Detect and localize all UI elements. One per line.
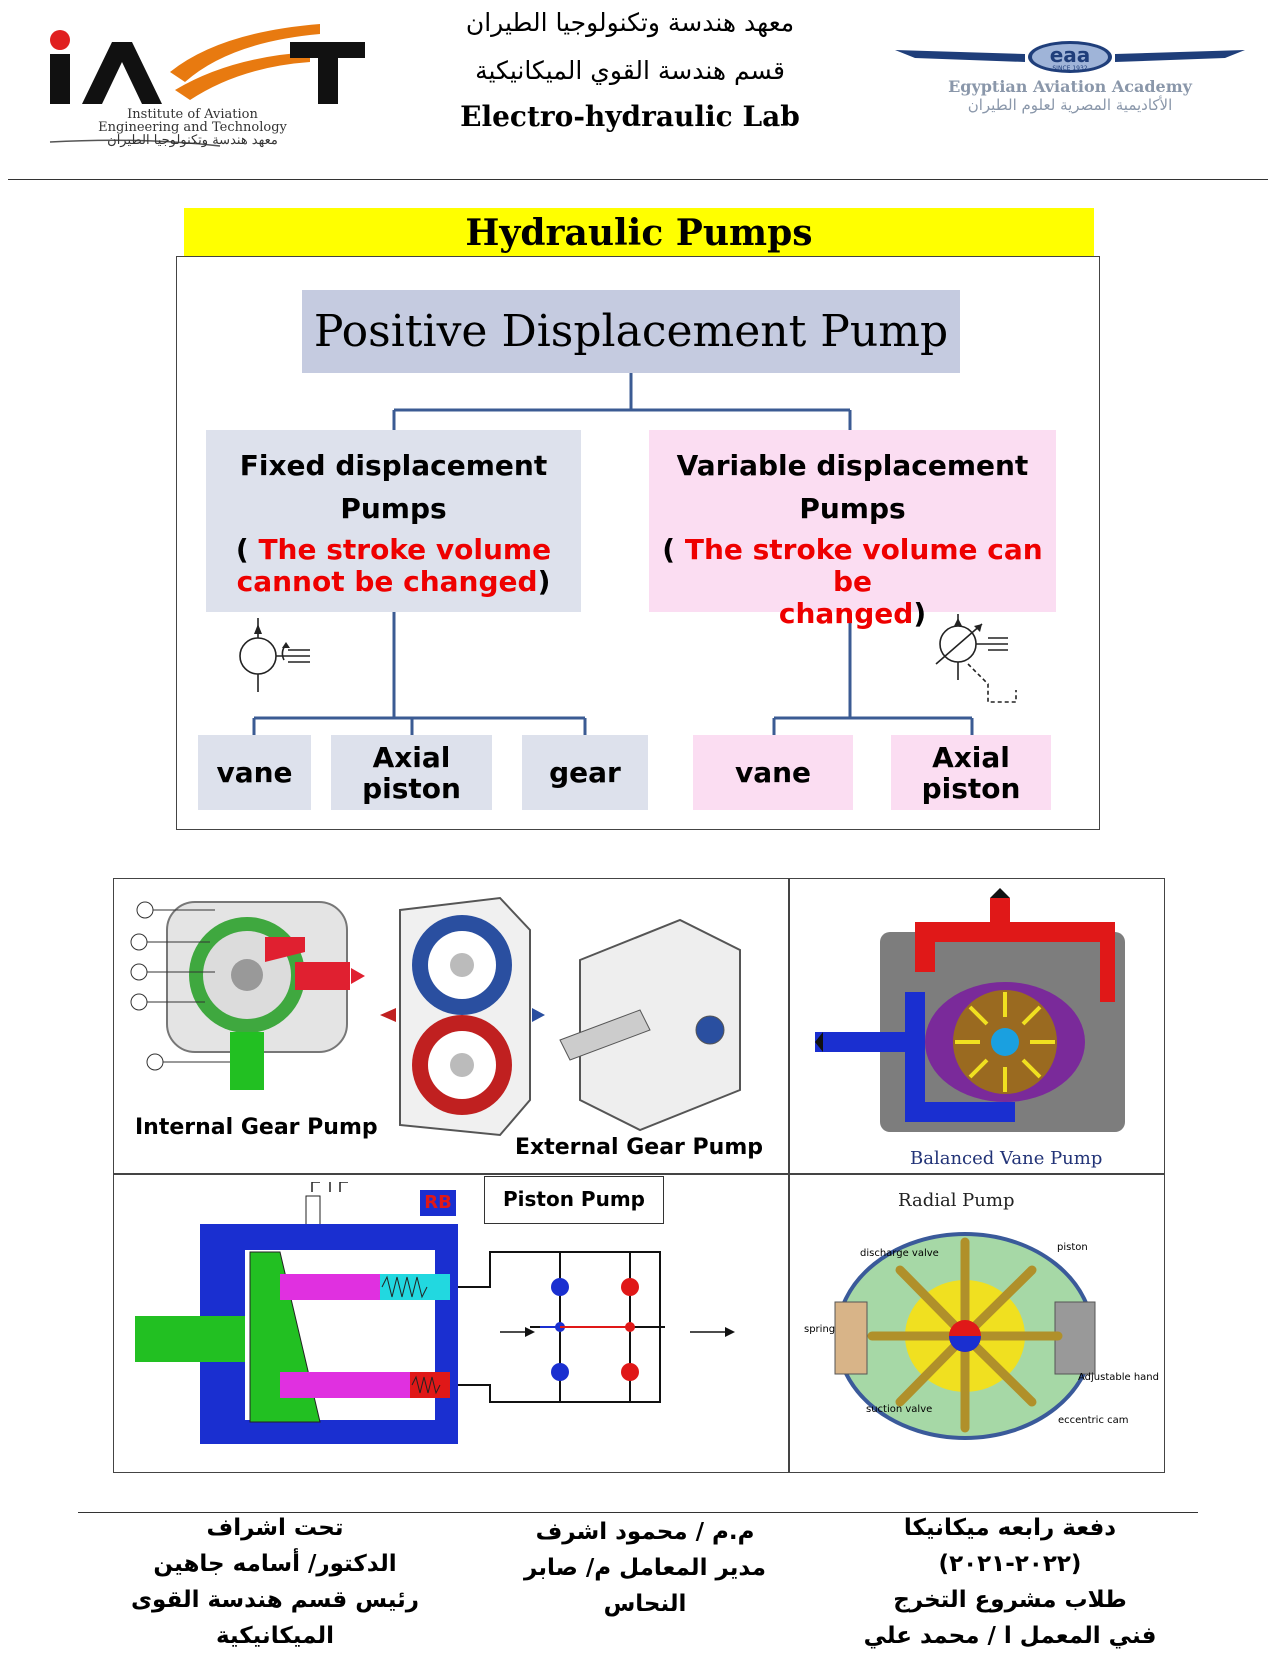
variable-heading-2: Pumps — [799, 492, 906, 525]
classification-frame — [176, 256, 1100, 830]
variable-leaf-vane-label: vane — [734, 756, 812, 789]
logo-text-line3: معهد هندسة وتكنولوجيا الطيران — [107, 133, 278, 148]
radial-pump-illustration — [834, 1232, 1096, 1440]
variable-note-1: The stroke volume can be — [684, 533, 1043, 598]
variable-pump-symbol-icon — [935, 614, 1017, 703]
radial-label-piston: piston — [1057, 1242, 1088, 1253]
variable-note-2: changed — [778, 597, 914, 630]
internal-gear-pump-illustration — [130, 901, 365, 1090]
radial-label-adjustable-hand: Adjustable hand — [1078, 1372, 1159, 1383]
fixed-heading-1: Fixed displacement — [239, 449, 548, 482]
fixed-leaf-vane-label: vane — [216, 756, 293, 789]
rb-badge: RB — [420, 1190, 456, 1216]
radial-label-eccentric-cam: eccentric cam — [1058, 1415, 1129, 1426]
header-divider — [8, 179, 1268, 180]
pump-images-grid — [113, 878, 1165, 1473]
fixed-leaf-gear: gear — [522, 735, 648, 810]
fixed-leaf-gear-label: gear — [549, 756, 621, 789]
footer-center-2: مدير المعامل م/ صابر النحاس — [524, 1555, 766, 1617]
variable-note-close: ) — [913, 597, 927, 630]
right-logo: eaa SINCE 1932 Egyptian Aviation Academy… — [895, 40, 1245, 120]
piston-pump-illustration — [135, 1182, 735, 1444]
internal-gear-pump-caption: Internal Gear Pump — [135, 1115, 378, 1140]
external-gear-pump-illustration — [380, 896, 741, 1137]
variable-leaf-axial-piston: Axial piston — [891, 735, 1051, 810]
footer-right-1: دفعة رابعه ميكانيكا (٢٠٢٢-٢٠٢١) — [903, 1515, 1117, 1577]
fixed-leaf-piston-label: piston — [362, 771, 461, 805]
fixed-heading-2: Pumps — [340, 492, 447, 525]
iaet-logo-graphic — [49, 24, 365, 147]
variable-note-open: ( — [662, 533, 685, 566]
logo-text-line1: Institute of Aviation — [127, 107, 258, 122]
radial-label-suction-valve: suction valve — [866, 1404, 933, 1415]
header-arabic-line2: قسم هندسة القوي الميكانيكية — [475, 56, 785, 85]
fixed-note-1: The stroke volume — [258, 533, 552, 566]
variable-leaf-vane: vane — [693, 735, 853, 810]
page-title: Hydraulic Pumps — [465, 212, 813, 254]
fixed-displacement-node: Fixed displacement Pumps ( The stroke vo… — [206, 430, 581, 612]
tree-connectors — [252, 373, 974, 735]
footer-left-3: رئيس قسم هندسة القوى الميكانيكية — [130, 1587, 420, 1649]
radial-pump-caption: Radial Pump — [898, 1190, 1015, 1211]
external-gear-pump-caption: External Gear Pump — [515, 1135, 764, 1160]
footer-lab-staff: م.م / محمود اشرف مدير المعامل م/ صابر ال… — [480, 1514, 810, 1622]
footer-center-1: م.م / محمود اشرف — [535, 1519, 755, 1545]
rb-badge-text: RB — [424, 1192, 452, 1213]
footer-left-2: الدكتور/ أسامه جاهين — [153, 1551, 397, 1577]
grid-divider-vertical — [788, 878, 790, 1473]
footer-right-2: طلاب مشروع التخرج — [893, 1587, 1127, 1613]
root-node-label: Positive Displacement Pump — [313, 306, 949, 357]
footer-left-1: تحت اشراف — [206, 1515, 344, 1541]
fixed-note-open: ( — [235, 533, 259, 566]
fixed-note-2: cannot be changed — [236, 565, 538, 598]
variable-displacement-node: Variable displacement Pumps ( The stroke… — [649, 430, 1056, 630]
eaa-since: SINCE 1932 — [1052, 65, 1088, 72]
balanced-vane-pump-illustration — [815, 888, 1125, 1132]
footer-students: دفعة رابعه ميكانيكا (٢٠٢٢-٢٠٢١) طلاب مشر… — [840, 1510, 1180, 1654]
footer-supervision: تحت اشراف الدكتور/ أسامه جاهين رئيس قسم … — [100, 1510, 450, 1654]
fixed-leaf-axial-piston: Axial piston — [331, 735, 492, 810]
eaa-wings-icon — [895, 41, 1245, 73]
piston-pump-caption: Piston Pump — [503, 1187, 645, 1211]
root-node: Positive Displacement Pump — [302, 290, 960, 373]
fixed-leaf-axial-label: Axial — [372, 740, 451, 774]
radial-label-discharge-valve: discharge valve — [860, 1248, 939, 1259]
eaa-name: Egyptian Aviation Academy — [948, 77, 1192, 96]
radial-label-spring: spring — [804, 1324, 836, 1335]
left-logo: Institute of Aviation Engineering and Te… — [20, 12, 365, 152]
eaa-badge: eaa — [1049, 43, 1091, 67]
fixed-note-close: ) — [537, 565, 551, 598]
variable-leaf-piston-label: piston — [921, 771, 1021, 805]
footer-right-3: فني المعمل ا / محمد علي — [863, 1623, 1157, 1649]
grid-divider-horizontal — [113, 1173, 1165, 1175]
variable-leaf-axial-label: Axial — [932, 740, 1010, 774]
eaa-arabic-name: الأكاديمية المصرية لعلوم الطيران — [967, 96, 1173, 114]
fixed-pump-symbol-icon — [239, 618, 310, 692]
logo-text-line2: Engineering and Technology — [98, 120, 287, 135]
header-arabic-line1: معهد هندسة وتكنولوجيا الطيران — [465, 8, 795, 37]
fixed-leaf-vane: vane — [198, 735, 311, 810]
balanced-vane-pump-caption: Balanced Vane Pump — [910, 1148, 1103, 1169]
header-english-line: Electro-hydraulic Lab — [460, 100, 800, 133]
title-bar: Hydraulic Pumps — [184, 208, 1094, 256]
piston-pump-caption-box: Piston Pump — [484, 1176, 664, 1224]
footer-divider — [78, 1512, 1198, 1513]
variable-heading-1: Variable displacement — [676, 449, 1029, 482]
